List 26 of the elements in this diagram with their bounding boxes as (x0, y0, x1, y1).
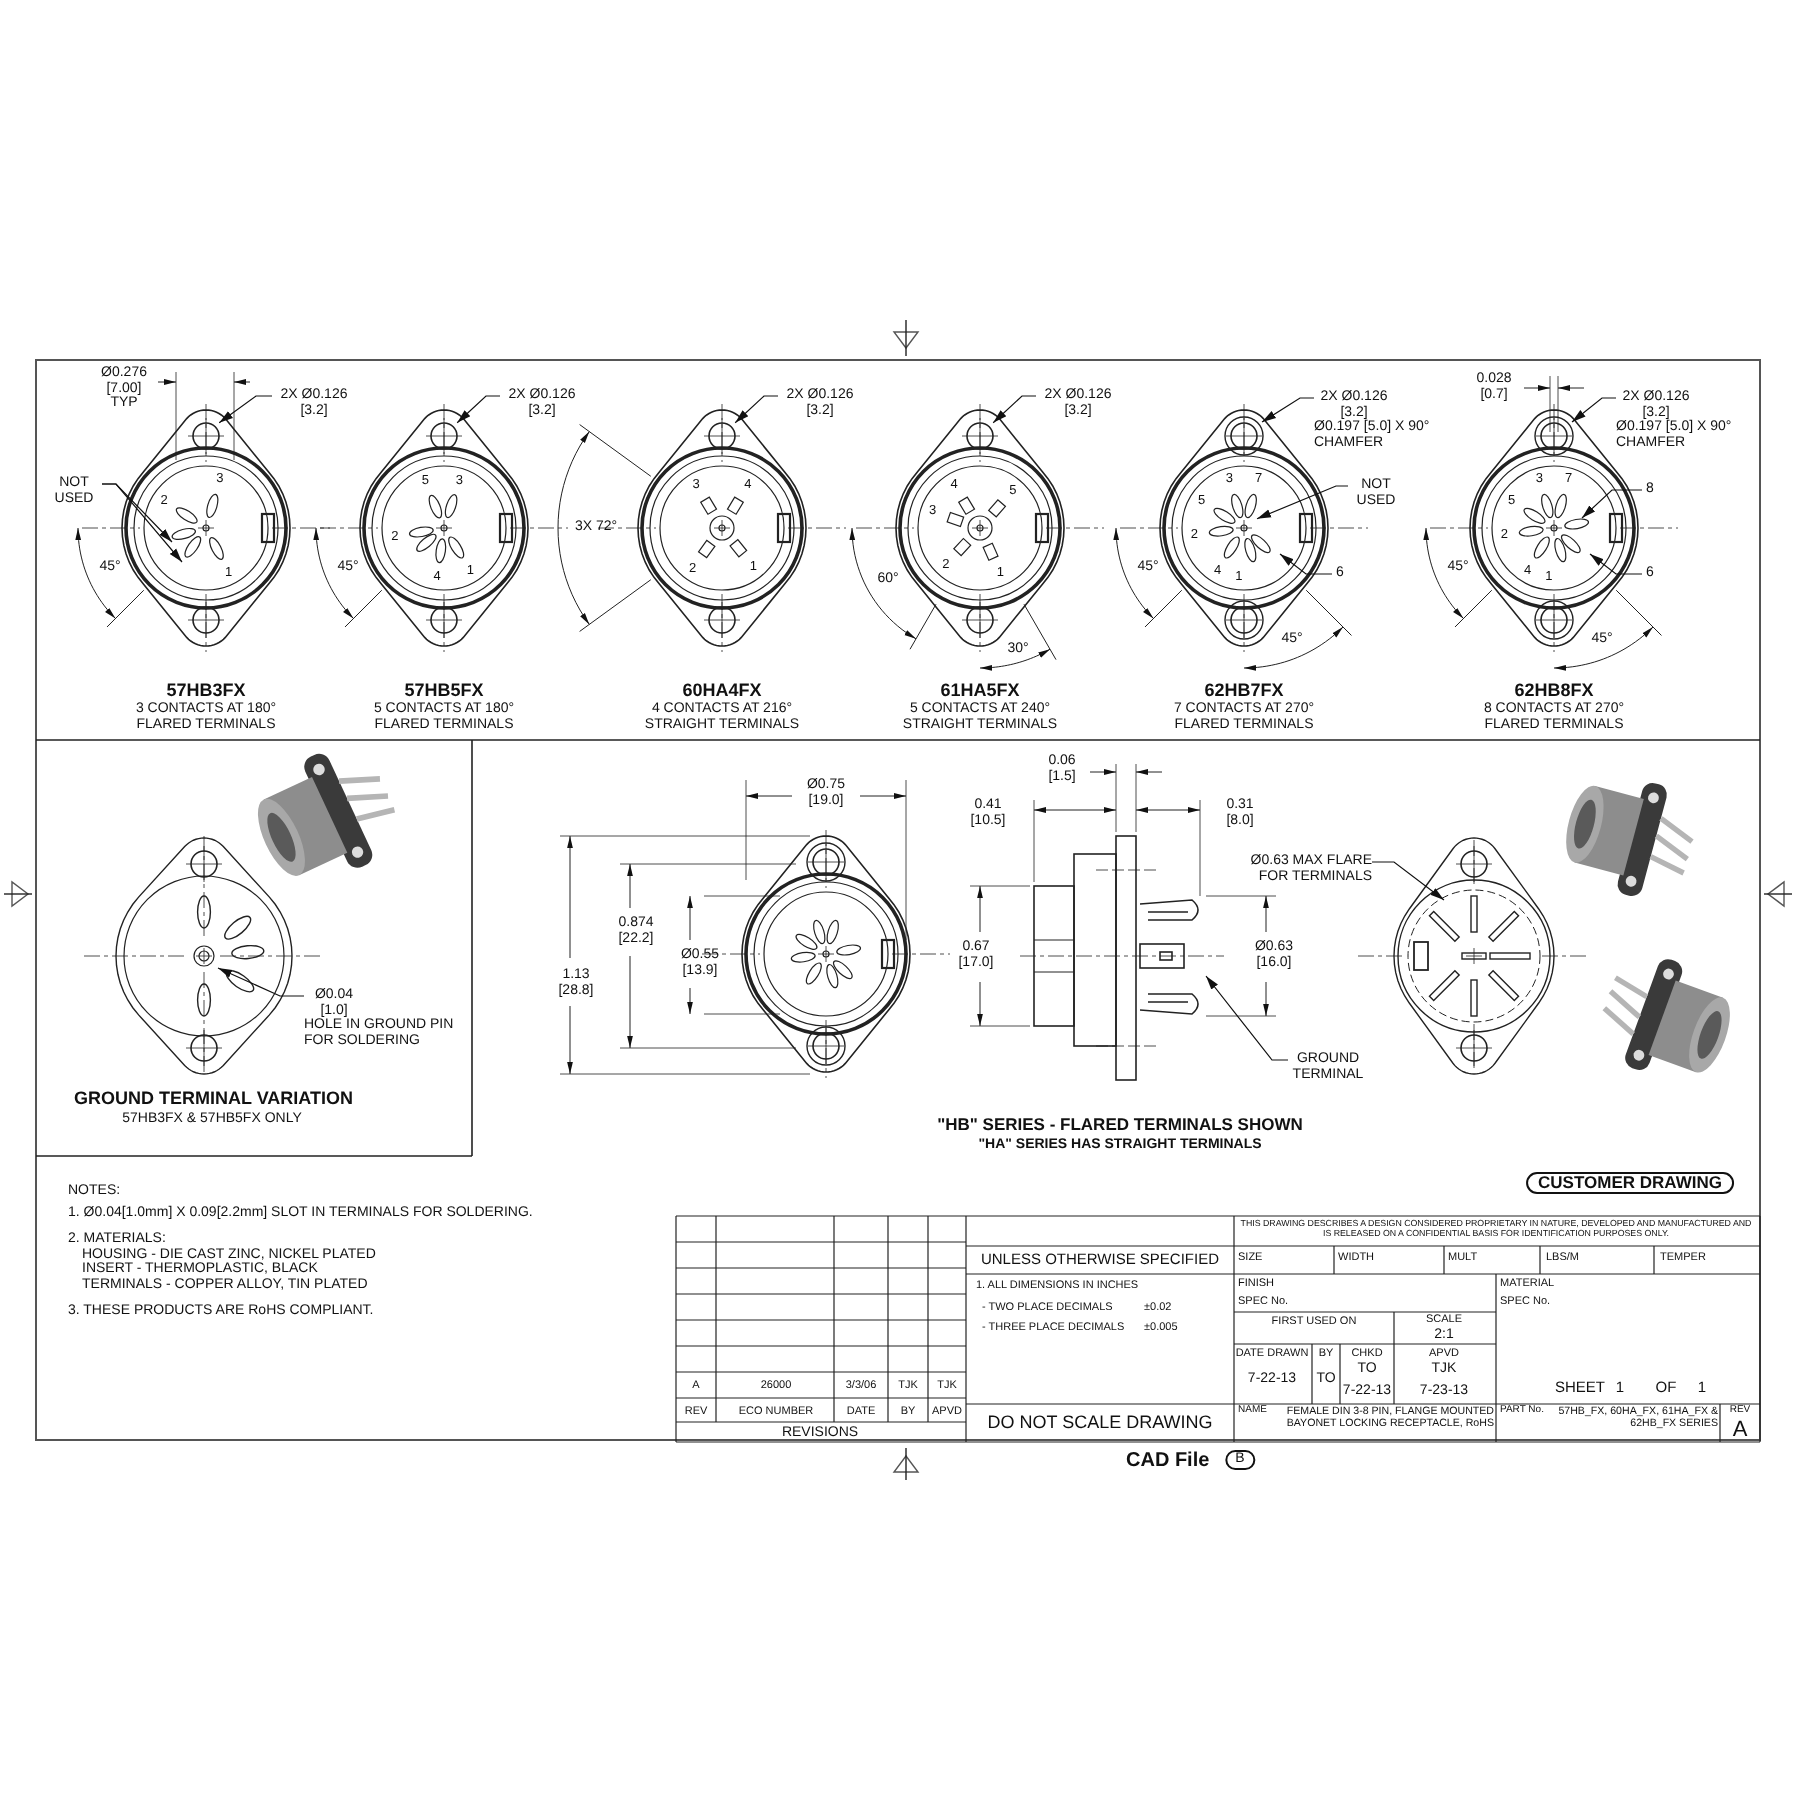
leader-line (1589, 553, 1643, 575)
leader-line (218, 395, 273, 424)
leader-line (1205, 975, 1289, 1061)
leader-line (1371, 861, 1445, 901)
part-number: 60HA4FX (682, 682, 762, 702)
view-title: GROUND TERMINAL VARIATION (74, 1090, 353, 1110)
part-number: 62HB8FX (1514, 682, 1594, 702)
file-note: CAD File (1126, 1450, 1210, 1472)
leader-line (1581, 489, 1643, 519)
leader-line (1279, 553, 1333, 575)
leader-line (992, 395, 1037, 424)
part-number: 62HB7FX (1204, 682, 1284, 702)
leader-line (101, 483, 183, 563)
title-block-text: DO NOT SCALE DRAWING (987, 1414, 1213, 1434)
part-number: 57HB3FX (166, 682, 246, 702)
leader-line (1571, 397, 1617, 423)
revision-letter: A (1732, 1418, 1748, 1443)
part-number: 57HB5FX (404, 682, 484, 702)
leader-line (1256, 485, 1349, 520)
status-stamp: CUSTOMER DRAWING (1526, 1172, 1734, 1195)
leader-line (1261, 397, 1315, 423)
leader-line (456, 395, 501, 424)
leader-line (217, 967, 305, 997)
part-number: 61HA5FX (940, 682, 1020, 702)
leader-line (734, 395, 779, 424)
view-title: "HB" SERIES - FLARED TERMINALS SHOWN (937, 1116, 1303, 1135)
